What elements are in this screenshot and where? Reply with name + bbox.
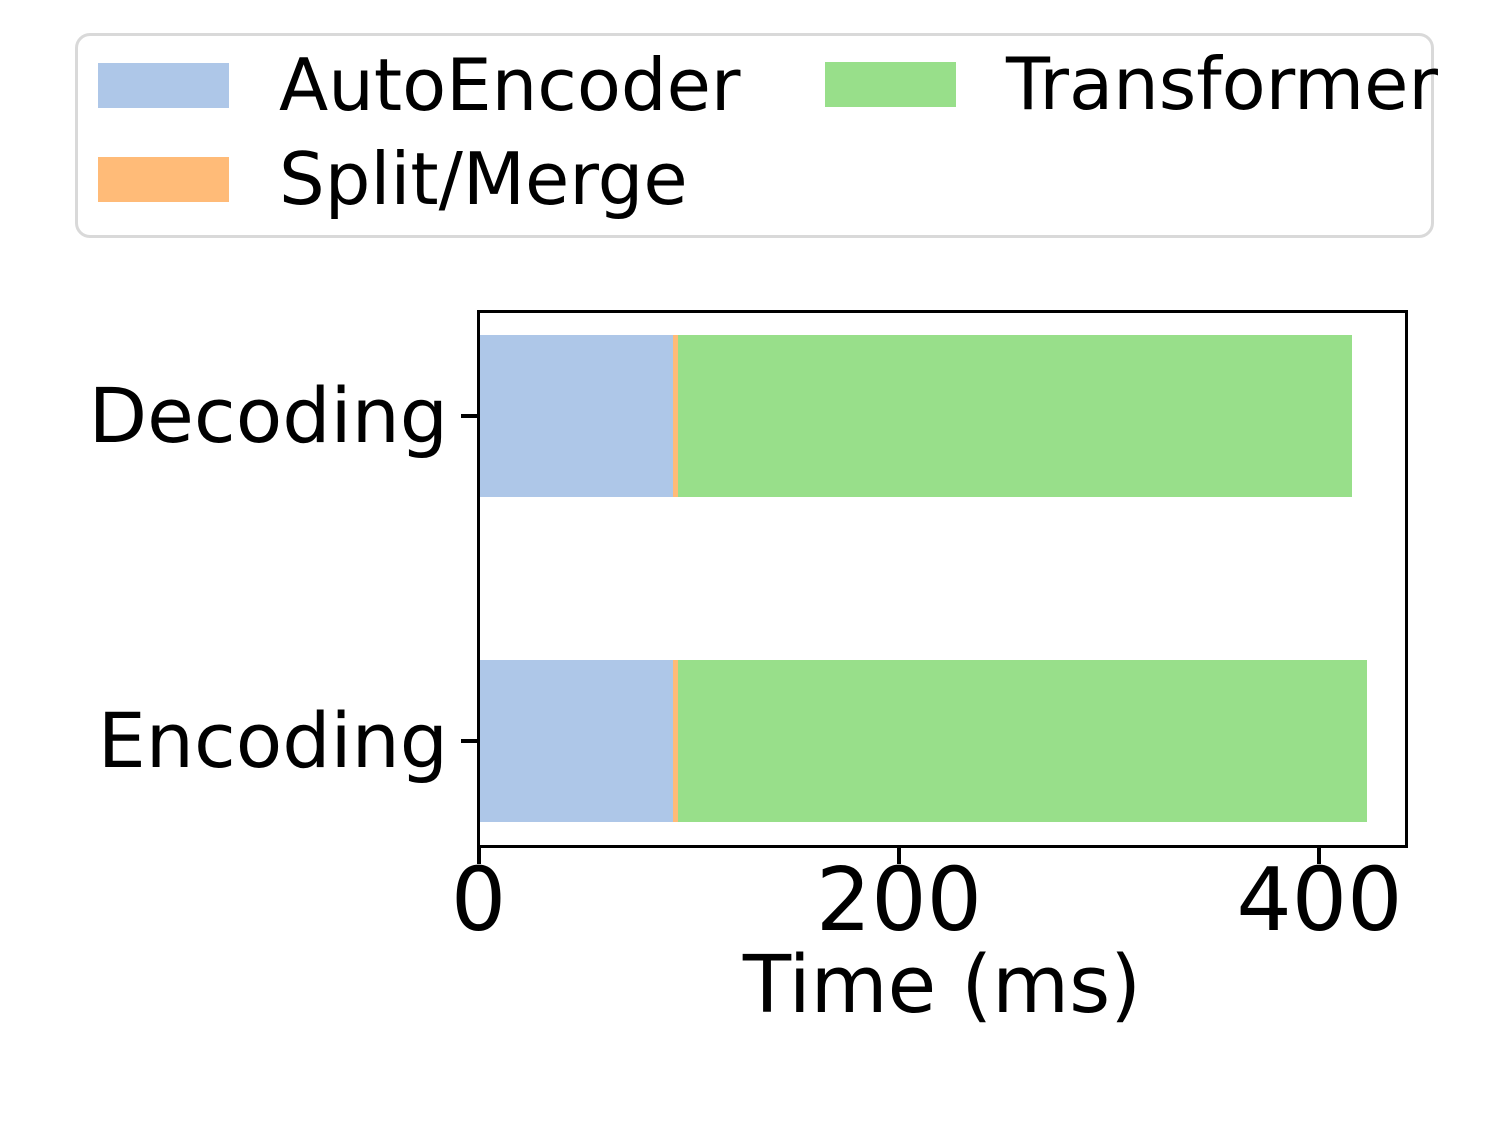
ytick-mark-decoding [461, 414, 477, 418]
bar-decoding [480, 335, 1353, 497]
legend-item-autoencoder: AutoEncoder [98, 43, 741, 126]
xtick-label-200: 200 [815, 849, 982, 951]
ytick-label-decoding: Decoding [88, 370, 448, 460]
bar-segment-transformer [677, 335, 1353, 497]
legend-item-split-merge: Split/Merge [98, 137, 688, 220]
legend-label-autoencoder: AutoEncoder [279, 42, 741, 127]
bar-segment-split-merge [673, 335, 678, 497]
xtick-mark-200 [896, 848, 901, 864]
bar-segment-autoencoder [480, 335, 674, 497]
plot-area [477, 310, 1408, 848]
bar-segment-autoencoder [480, 660, 674, 822]
legend-label-split-merge: Split/Merge [279, 136, 688, 221]
xtick-label-400: 400 [1236, 849, 1403, 951]
xaxis-title: Time (ms) [742, 939, 1142, 1031]
ytick-mark-encoding [461, 739, 477, 743]
xtick-mark-400 [1317, 848, 1322, 864]
xtick-label-0: 0 [450, 849, 507, 951]
legend-label-transformer: Transformer [1006, 41, 1439, 126]
bar-segment-split-merge [673, 660, 678, 822]
ytick-label-encoding: Encoding [97, 695, 448, 785]
xtick-mark-0 [476, 848, 481, 864]
legend-swatch-autoencoder [98, 63, 229, 108]
legend-swatch-split-merge [98, 157, 229, 202]
legend: AutoEncoder Split/Merge Transformer [75, 33, 1438, 238]
bar-segment-transformer [677, 660, 1368, 822]
bar-encoding [480, 660, 1368, 822]
legend-item-transformer: Transformer [825, 42, 1438, 125]
legend-swatch-transformer [825, 62, 956, 107]
